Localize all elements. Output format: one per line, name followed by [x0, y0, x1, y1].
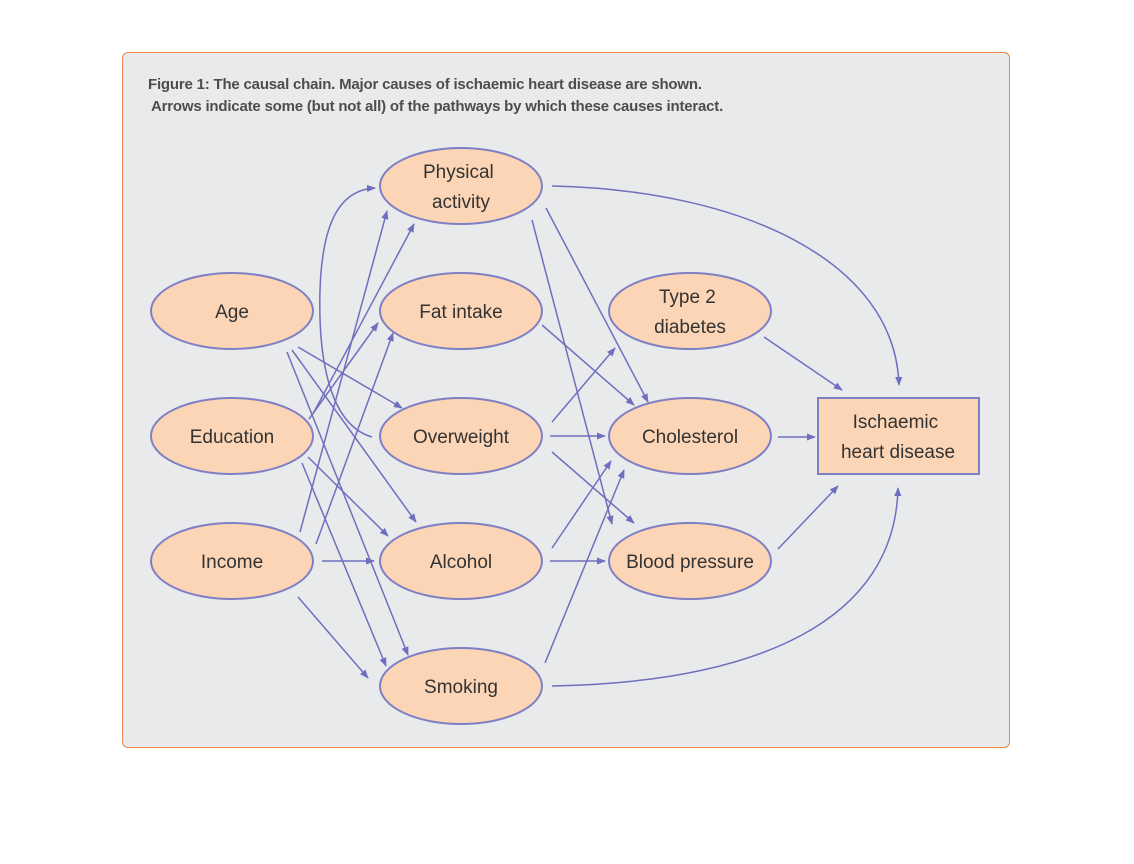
node-cholesterol-label: Cholesterol: [642, 427, 738, 448]
edge-age-alcohol: [291, 349, 417, 523]
edge-physical-activity-cholesterol: [545, 207, 649, 403]
edge-education-smoking: [301, 462, 387, 667]
edge-blood-pressure-ihd: [777, 485, 839, 550]
edge-age-smoking: [286, 351, 409, 656]
node-physical-activity: Physical activity: [379, 147, 543, 225]
caption-line-2: Arrows indicate some (but not all) of th…: [151, 98, 724, 115]
edge-physical-activity-blood-pressure: [531, 219, 614, 525]
edge-income-physical-activity: [299, 210, 389, 533]
node-cholesterol: Cholesterol: [608, 397, 772, 475]
caption-line-1: Figure 1: The causal chain. Major causes…: [148, 76, 702, 93]
edge-overweight-physical-activity: [319, 184, 376, 438]
edge-smoking-ihd: [551, 487, 902, 687]
node-blood-pressure-label: Blood pressure: [626, 552, 754, 573]
edge-education-alcohol: [307, 456, 389, 537]
node-overweight: Overweight: [379, 397, 543, 475]
edge-income-smoking: [297, 596, 369, 679]
node-education: Education: [150, 397, 314, 475]
node-alcohol-label: Alcohol: [430, 552, 492, 573]
edge-income-fat-intake: [315, 332, 394, 545]
edge-education-physical-activity: [313, 223, 415, 413]
edge-age-overweight: [297, 346, 403, 409]
nodes-layer: Age Education Income Physical activity F…: [150, 147, 980, 725]
node-physical-activity-label: Physical activity: [423, 162, 499, 213]
node-education-label: Education: [190, 427, 275, 448]
node-overweight-label: Overweight: [413, 427, 510, 448]
node-ischaemic-heart-disease: Ischaemic heart disease: [817, 397, 980, 475]
node-income-label: Income: [201, 552, 263, 573]
figure-caption: Figure 1: The causal chain. Major causes…: [148, 74, 988, 118]
node-smoking: Smoking: [379, 647, 543, 725]
node-type2-diabetes-label: Type 2 diabetes: [654, 287, 726, 338]
node-blood-pressure: Blood pressure: [608, 522, 772, 600]
node-ihd-label: Ischaemic heart disease: [841, 412, 955, 463]
node-age-label: Age: [215, 302, 249, 323]
node-alcohol: Alcohol: [379, 522, 543, 600]
edge-alcohol-cholesterol: [551, 460, 612, 549]
edges-layer: [286, 184, 903, 687]
edge-type2-diabetes-ihd: [763, 336, 843, 391]
node-age: Age: [150, 272, 314, 350]
node-income: Income: [150, 522, 314, 600]
edge-fat-intake-cholesterol: [541, 324, 635, 406]
node-smoking-label: Smoking: [424, 677, 498, 698]
edge-overweight-type2-diabetes: [551, 347, 616, 423]
node-type2-diabetes: Type 2 diabetes: [608, 272, 772, 350]
edge-smoking-cholesterol: [544, 469, 625, 664]
node-fat-intake: Fat intake: [379, 272, 543, 350]
edge-physical-activity-ihd: [551, 185, 903, 386]
node-fat-intake-label: Fat intake: [419, 302, 502, 323]
